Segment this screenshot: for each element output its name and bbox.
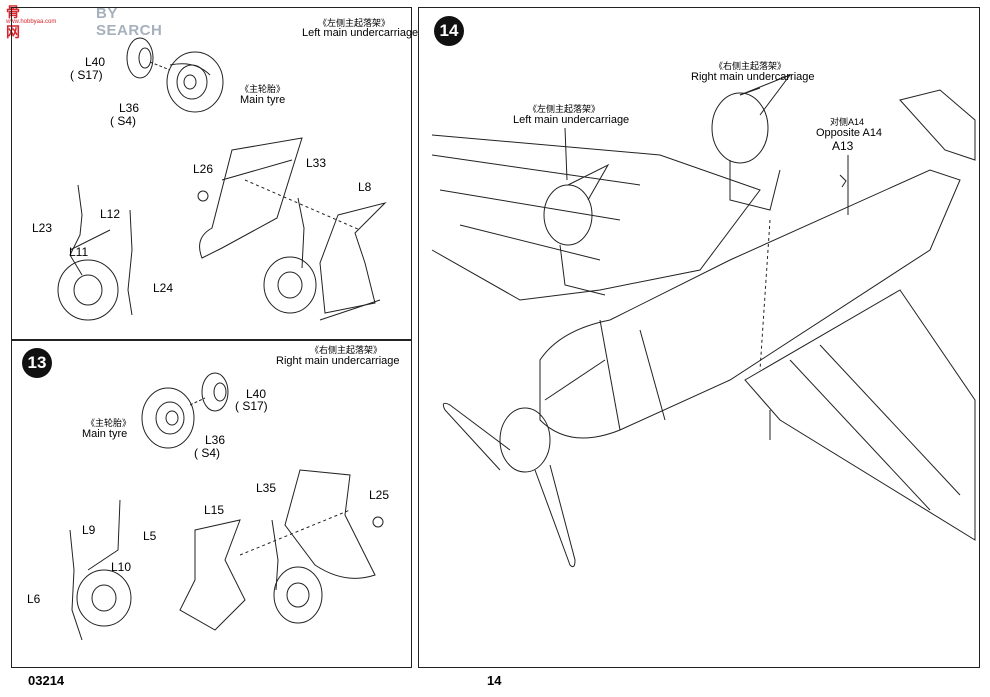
caption-cn-b: 《右侧主起落架》 <box>310 345 383 355</box>
part-l36-a: L36 <box>119 101 140 115</box>
part-l40-b: L40 <box>246 387 267 401</box>
right-uc-en: Right main undercarriage <box>691 71 815 83</box>
part-l24-a: L24 <box>153 281 174 295</box>
part-l35-b: L35 <box>256 481 277 495</box>
panel-c-art <box>431 73 976 568</box>
part-l12-a: L12 <box>100 207 121 221</box>
part-s17-b: ( S17) <box>235 399 268 413</box>
part-l33-a: L33 <box>306 156 327 170</box>
left-uc-cn: 《左侧主起落架》 <box>528 104 601 114</box>
part-l11-a: L11 <box>69 245 89 259</box>
part-s4-a: ( S4) <box>110 114 137 128</box>
right-uc-cn: 《右侧主起落架》 <box>714 61 787 71</box>
part-a13: A13 <box>832 139 854 153</box>
panel-left-top <box>11 7 412 340</box>
watermark-cn: 骨网 <box>6 4 20 40</box>
panel-a-art <box>57 37 387 321</box>
tyre-en-a: Main tyre <box>240 94 286 106</box>
part-l9-b: L9 <box>82 523 96 537</box>
caption-en-b: Right main undercarriage <box>276 355 400 367</box>
panel-b-art <box>69 372 384 641</box>
panel-right <box>418 7 980 668</box>
part-l8-a: L8 <box>358 180 372 194</box>
caption-cn-a: 《左侧主起落架》 <box>318 18 391 28</box>
part-l15-b: L15 <box>204 503 225 517</box>
part-l40-a: L40 <box>85 55 106 69</box>
tyre-en-b: Main tyre <box>82 428 128 440</box>
left-uc-en: Left main undercarriage <box>513 114 630 126</box>
opposite-a14-en: Opposite A14 <box>816 127 883 139</box>
part-s17-a: ( S17) <box>70 68 103 82</box>
product-code: 03214 <box>28 673 65 688</box>
opposite-a14-cn: 对侧A14 <box>830 117 865 127</box>
panel-left-bottom <box>11 340 412 668</box>
page-number: 14 <box>487 673 502 688</box>
part-s4-b: ( S4) <box>194 446 221 460</box>
step-13-badge: 13 <box>22 348 52 378</box>
part-l6-b: L6 <box>27 592 41 606</box>
part-l26-a: L26 <box>193 162 214 176</box>
caption-en-a: Left main undercarriage <box>302 27 419 39</box>
part-l5-b: L5 <box>143 529 157 543</box>
part-l10-b: L10 <box>111 560 132 574</box>
part-l36-b: L36 <box>205 433 226 447</box>
tyre-cn-a: 《主轮胎》 <box>240 84 286 94</box>
watermark-url: www.hobbyaa.com <box>6 19 57 25</box>
tyre-cn-b: 《主轮胎》 <box>86 418 132 428</box>
part-l25-b: L25 <box>369 488 390 502</box>
step-14-badge: 14 <box>434 16 464 46</box>
part-l23-a: L23 <box>32 221 53 235</box>
watermark-text: BY SEARCH <box>96 5 163 39</box>
